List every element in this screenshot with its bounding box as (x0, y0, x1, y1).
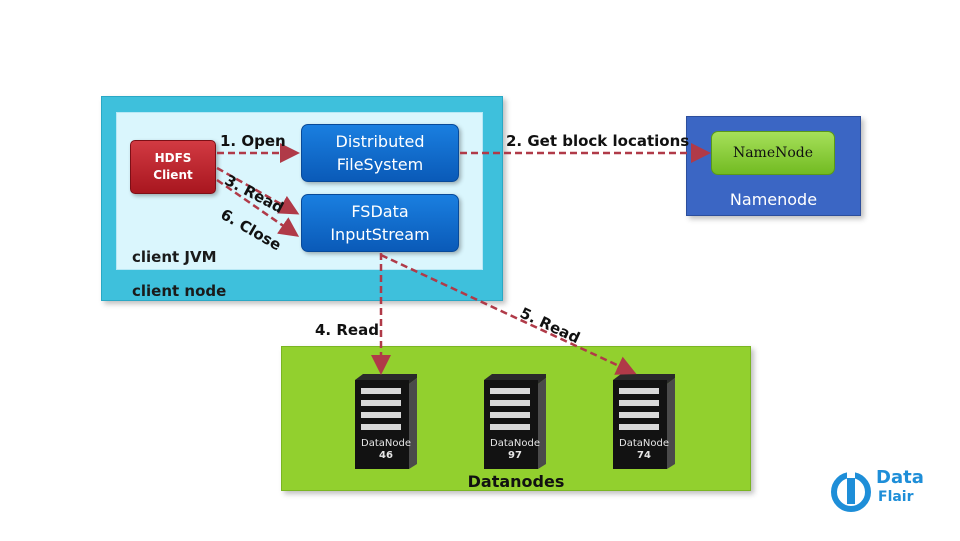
hdfs-client-line2: Client (153, 168, 193, 182)
server-icon (613, 374, 675, 469)
arrow-read-3 (216, 166, 300, 215)
datanode-id: 97 (508, 450, 522, 461)
hdfs-client-box: HDFS Client (130, 140, 216, 194)
datanode-id: 74 (637, 450, 651, 461)
datanode-name: DataNode (361, 438, 411, 449)
server-icon (355, 374, 417, 469)
namenode-caption: Namenode (729, 190, 818, 209)
datanode-name: DataNode (490, 438, 540, 449)
arrow-read-5 (380, 253, 637, 375)
step-read4-label: 4. Read (315, 321, 379, 339)
server-icon (484, 374, 546, 469)
distributed-filesystem-line2: FileSystem (336, 155, 424, 174)
namenode-box: NameNode (711, 131, 835, 175)
fsdata-inputstream-line1: FSData (351, 202, 409, 221)
distributed-filesystem-line1: Distributed (335, 132, 425, 151)
logo-text-line1: Data (876, 467, 924, 488)
arrow-close (216, 178, 300, 237)
fsdata-inputstream-line2: InputStream (330, 225, 430, 244)
distributed-filesystem-box: Distributed FileSystem (301, 124, 459, 182)
fsdata-inputstream-box: FSData InputStream (301, 194, 459, 252)
datanode-name: DataNode (619, 438, 669, 449)
dataflair-logo-icon (831, 472, 871, 512)
datanodes-caption: Datanodes (467, 472, 565, 491)
step-open-label: 1. Open (220, 132, 286, 150)
hdfs-client-line1: HDFS (154, 151, 192, 165)
datanode-id: 46 (379, 450, 393, 461)
datanode-server-3: DataNode 74 (613, 374, 675, 469)
logo-text-line2: Flair (878, 489, 914, 505)
client-jvm-label: client JVM (132, 248, 217, 266)
datanode-server-1: DataNode 46 (355, 374, 417, 469)
datanode-server-2: DataNode 97 (484, 374, 546, 469)
step-get-block-locations-label: 2. Get block locations (506, 132, 690, 150)
client-node-label: client node (132, 282, 227, 300)
